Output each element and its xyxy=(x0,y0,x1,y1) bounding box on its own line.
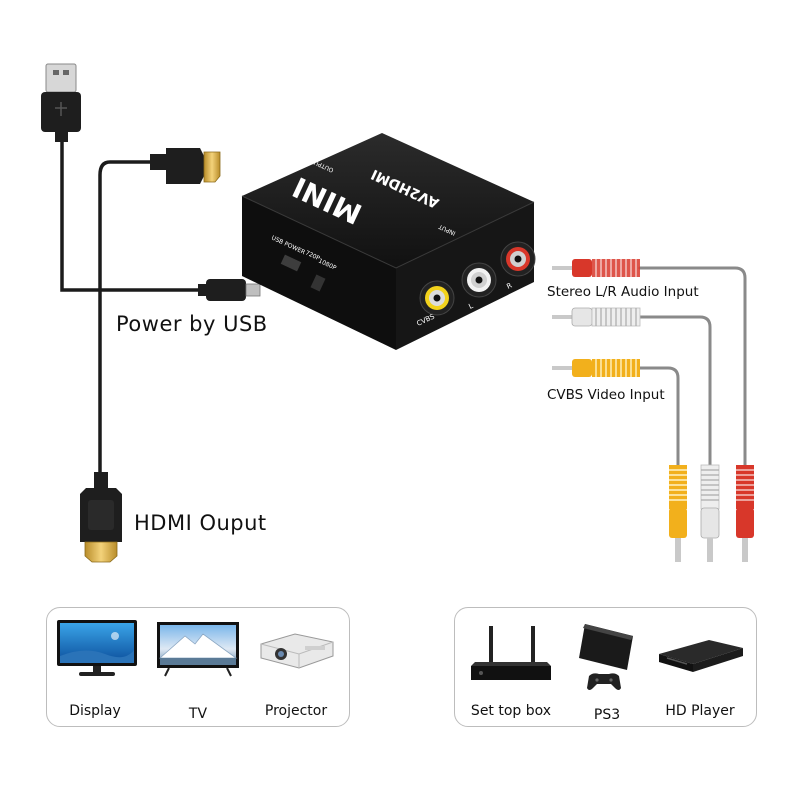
game-console-icon xyxy=(579,624,633,690)
usb-cable xyxy=(60,138,207,292)
rca-plug-yellow-horizontal xyxy=(552,359,640,377)
input-device-ps3-label: PS3 xyxy=(593,707,621,723)
converter-box xyxy=(241,133,536,350)
rca-plug-white-horizontal xyxy=(552,307,641,327)
port-label-l: L xyxy=(467,302,474,311)
hdmi-plug-bottom xyxy=(80,472,122,563)
projector-icon xyxy=(260,633,334,669)
output-device-tv-label: TV xyxy=(188,706,208,722)
output-devices-panel: Display TV Projector xyxy=(46,607,350,727)
rca-jack-right xyxy=(500,241,536,277)
input-device-ps3 xyxy=(571,618,645,698)
micro-usb-plug xyxy=(198,279,261,301)
stereo-audio-input-label: Stereo L/R Audio Input xyxy=(547,284,699,300)
output-device-tv xyxy=(155,618,241,680)
rca-jack-left xyxy=(461,262,497,298)
output-device-projector-label: Projector xyxy=(264,703,328,719)
hdmi-output-label: HDMI Ouput xyxy=(134,511,267,535)
input-devices-panel: Set top box PS3 HD Player xyxy=(454,607,757,727)
output-device-display xyxy=(55,618,139,680)
rca-plug-white-vertical xyxy=(700,464,720,562)
rca-jack-cvbs xyxy=(419,280,455,316)
router-icon xyxy=(471,626,551,680)
power-by-usb-label: Power by USB xyxy=(116,312,268,336)
rca-plug-red-vertical xyxy=(736,465,754,562)
rca-cables xyxy=(608,266,747,472)
output-device-projector xyxy=(255,618,337,680)
output-device-display-label: Display xyxy=(69,703,121,719)
usb-a-plug xyxy=(41,63,81,142)
hdmi-cable xyxy=(98,160,154,482)
input-device-hd-player-label: HD Player xyxy=(665,703,735,719)
tv-icon xyxy=(157,622,239,677)
hd-player-icon xyxy=(659,640,743,672)
monitor-icon xyxy=(57,620,137,676)
port-label-r: R xyxy=(505,281,513,290)
rca-plug-yellow-vertical xyxy=(669,465,687,562)
rca-plug-red-horizontal xyxy=(552,259,640,277)
input-device-set-top-box-label: Set top box xyxy=(470,703,552,719)
input-device-set-top-box xyxy=(467,618,555,684)
hdmi-plug-top xyxy=(150,148,221,184)
cvbs-video-input-label: CVBS Video Input xyxy=(547,387,665,403)
input-device-hd-player xyxy=(653,618,747,684)
